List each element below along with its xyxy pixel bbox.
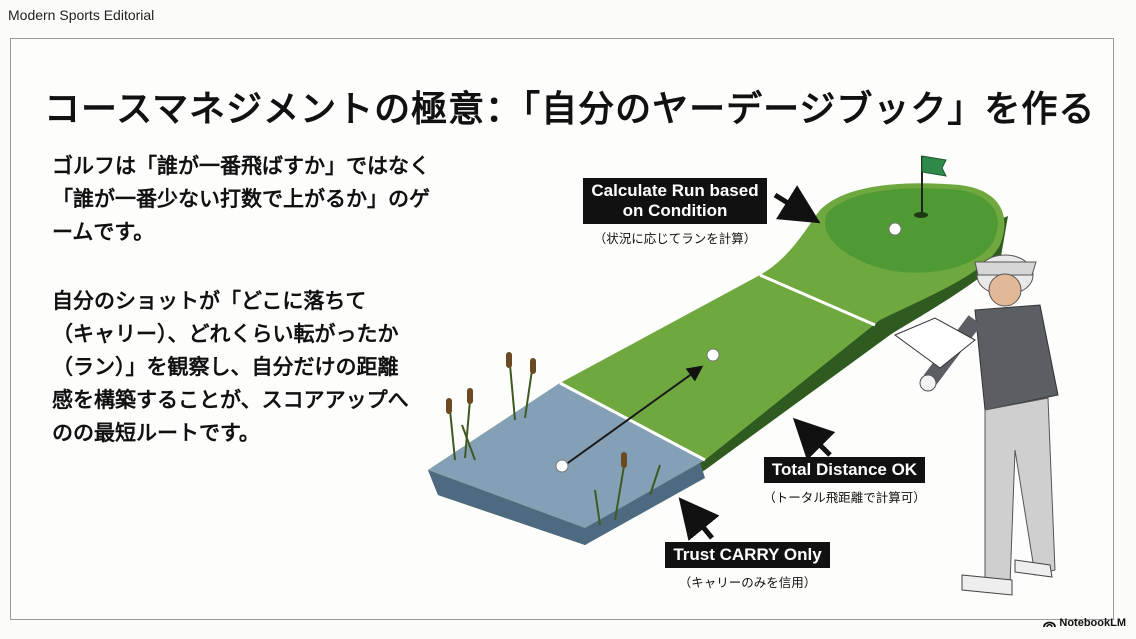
paragraph-line: （ラン）」を観察し、自分だけの距離 xyxy=(52,355,399,379)
reeds xyxy=(449,364,661,526)
golf-ball-icon xyxy=(888,222,902,236)
reed-heads xyxy=(446,352,627,468)
footer-brand: NotebookLM xyxy=(1043,617,1126,629)
brand-label: Modern Sports Editorial xyxy=(8,7,155,23)
paragraph-line: （キャリー）、どれくらい転がったか xyxy=(52,322,399,346)
shot-arrow xyxy=(564,365,704,466)
paragraph-line: 感を構築することが、スコアアップへ xyxy=(52,388,409,412)
callout-total: Total Distance OK （トータル飛距離で計算可） xyxy=(752,457,937,506)
paragraph-line: 「誰が一番少ない打数で上がるか」のゲ xyxy=(52,187,430,211)
callout-carry: Trust CARRY Only （キャリーのみを信用） xyxy=(655,542,840,591)
callout-carry-label: Trust CARRY Only xyxy=(665,542,830,568)
callout-arrow-total xyxy=(792,417,836,461)
callout-total-sub: （トータル飛距離で計算可） xyxy=(763,490,926,505)
paragraph-line: のの最短ルートです。 xyxy=(52,421,260,445)
callout-run: Calculate Run based on Condition （状況に応じて… xyxy=(570,178,780,247)
putting-green xyxy=(824,188,998,273)
callout-arrow-carry xyxy=(678,497,720,541)
golf-ball-icon xyxy=(706,348,720,362)
water-hazard xyxy=(428,383,705,528)
flag-icon xyxy=(921,155,947,177)
cup xyxy=(914,212,928,218)
golf-ball-icon xyxy=(555,459,569,473)
notebooklm-logo-icon xyxy=(1043,621,1057,628)
run-line xyxy=(759,273,876,327)
paragraph-line: ゴルフは「誰が一番飛ばすか」ではなく xyxy=(52,154,430,178)
carry-line xyxy=(559,381,706,462)
callout-carry-sub: （キャリーのみを信用） xyxy=(678,575,817,590)
callout-run-sub: （状況に応じてランを計算） xyxy=(593,231,757,246)
paragraph-line: 自分のショットが「どこに落ちて xyxy=(52,289,367,313)
callout-total-label: Total Distance OK xyxy=(763,457,926,483)
footer-label: NotebookLM xyxy=(1059,617,1126,629)
callout-run-line: on Condition xyxy=(622,201,728,220)
paragraph-intro: ゴルフは「誰が一番飛ばすか」ではなく 「誰が一番少ない打数で上がるか」のゲ ーム… xyxy=(52,150,482,249)
paragraph-line: ームです。 xyxy=(52,220,155,244)
callout-run-label: Calculate Run based on Condition xyxy=(583,178,767,224)
golfer-illustration xyxy=(893,254,1059,596)
paragraph-advice: 自分のショットが「どこに落ちて （キャリー）、どれくらい転がったか （ラン）」を… xyxy=(52,285,482,450)
callout-run-line: Calculate Run based xyxy=(591,181,759,200)
water-base xyxy=(428,462,705,545)
slide-title: コースマネジメントの極意：「自分のヤーデージブック」を作る xyxy=(44,89,1096,130)
callout-arrow-run xyxy=(773,185,821,224)
